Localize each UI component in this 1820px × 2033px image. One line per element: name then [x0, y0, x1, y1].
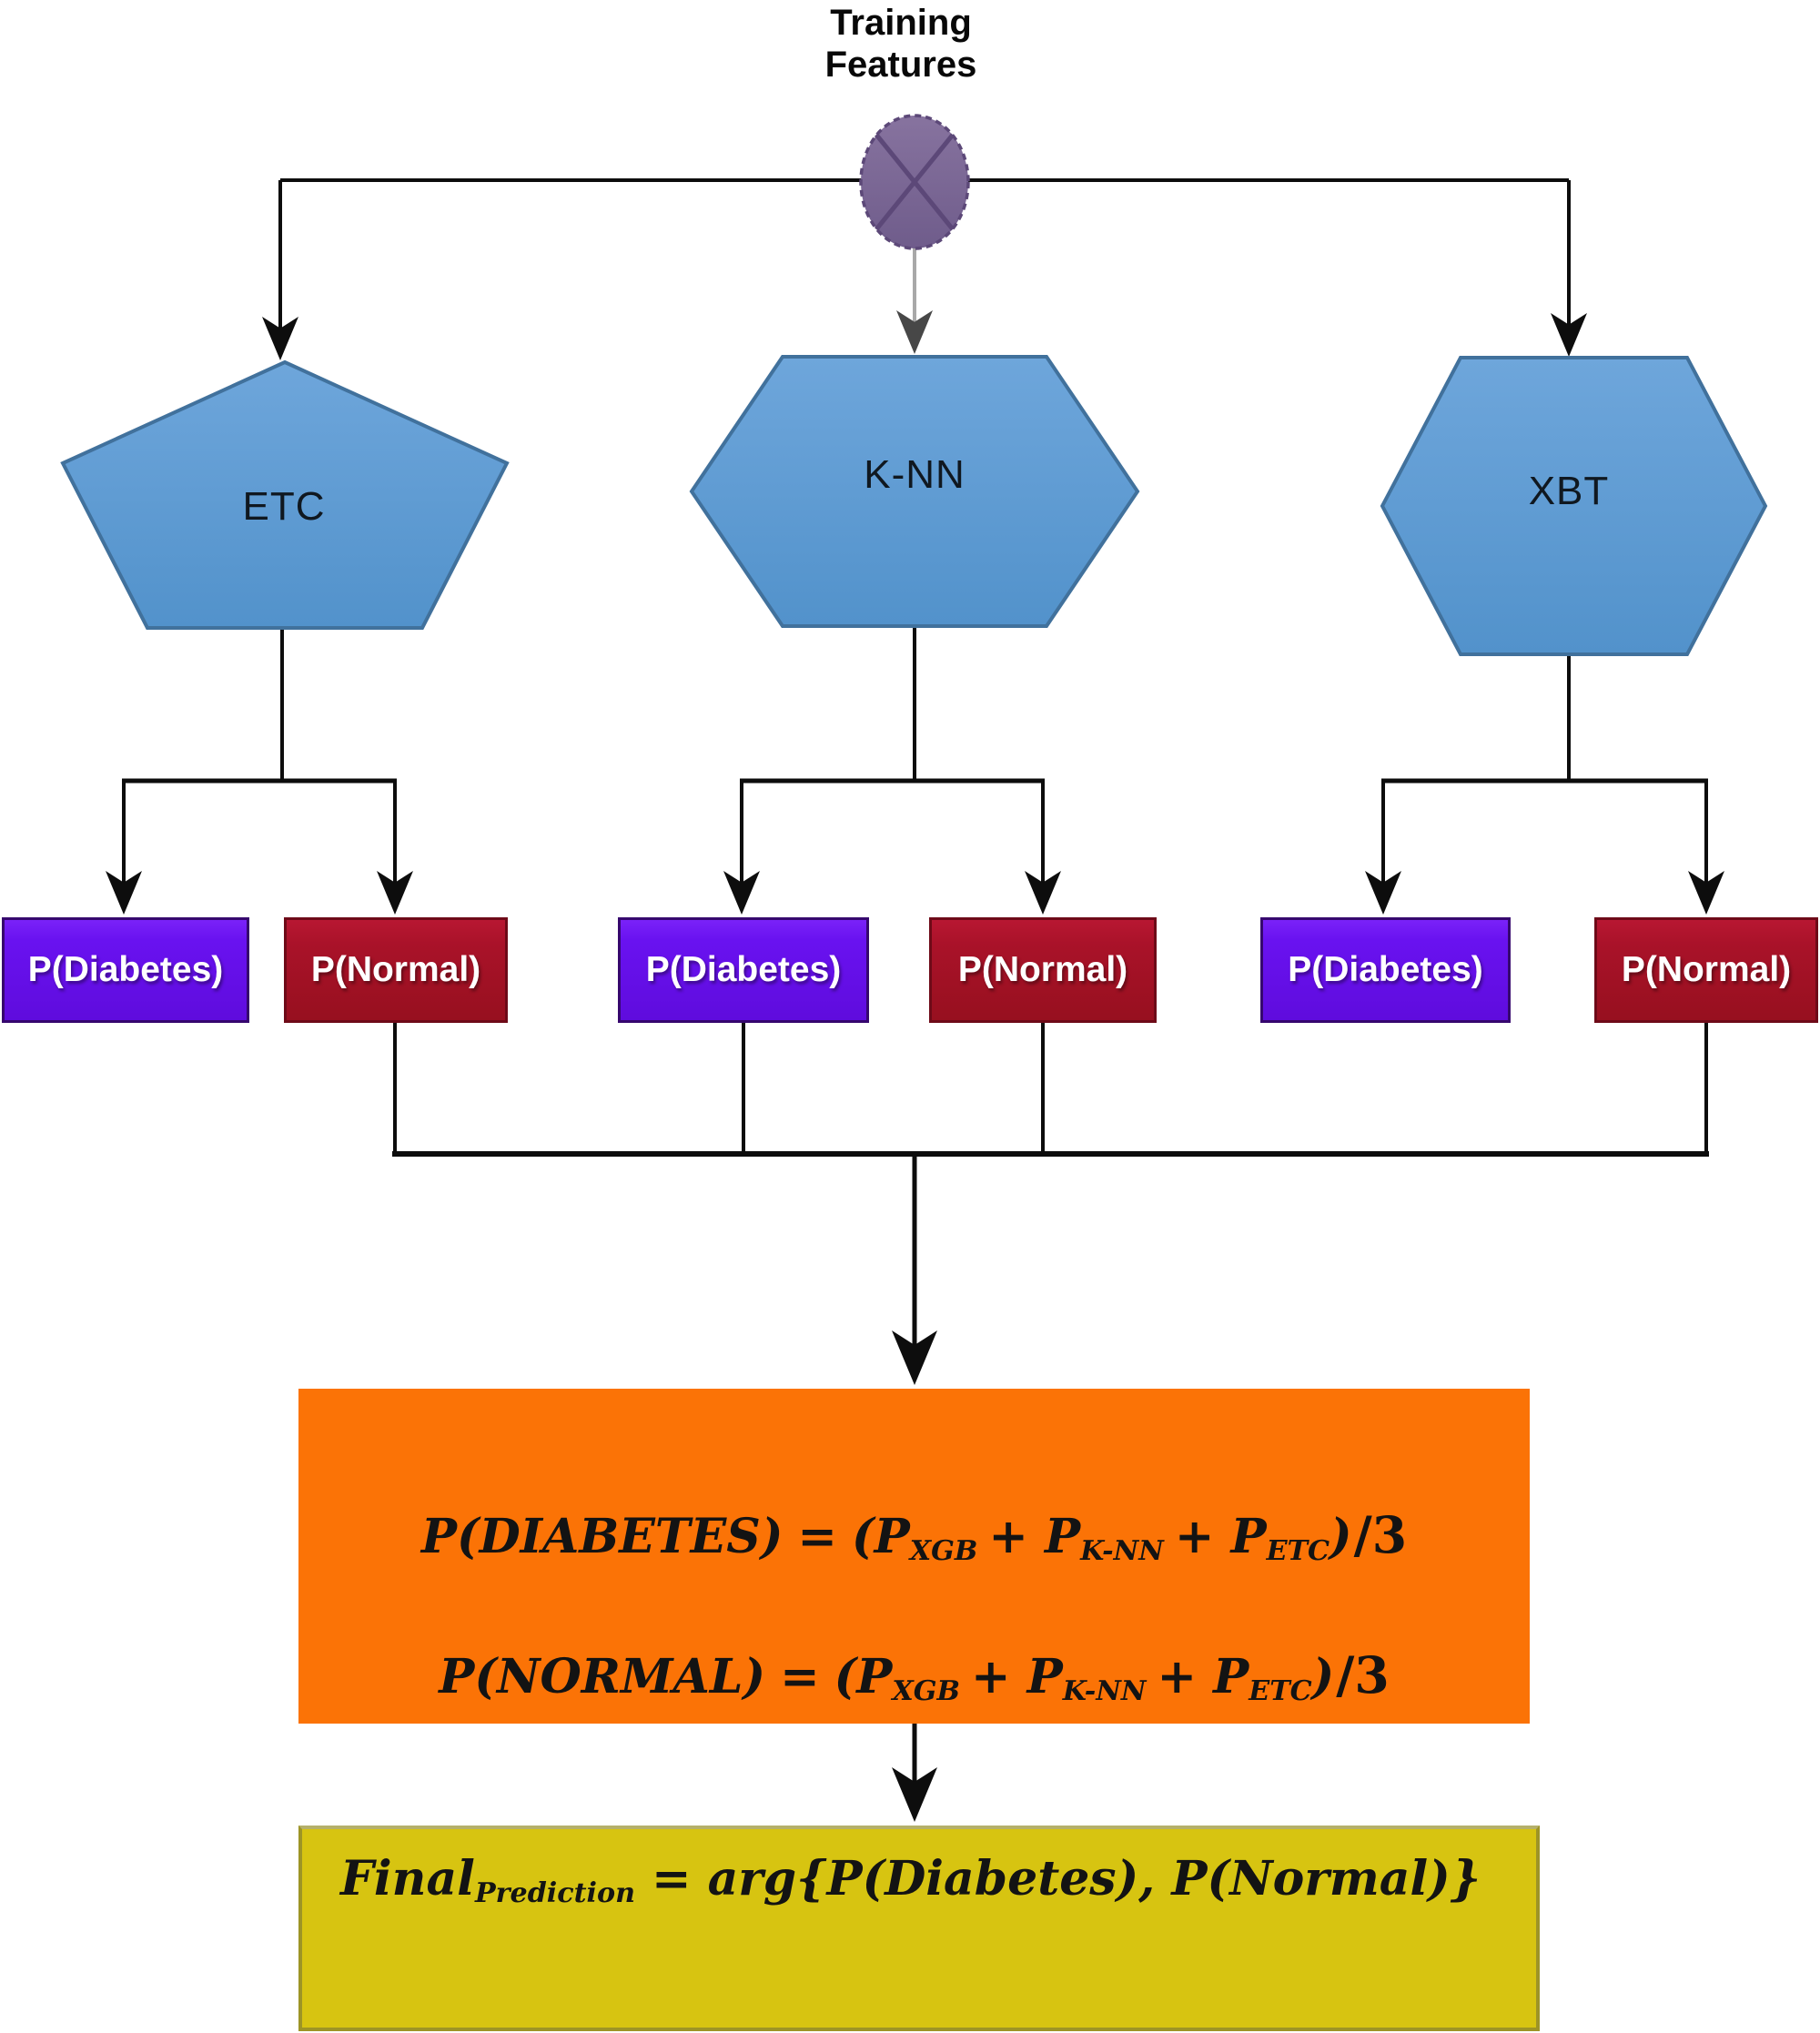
formula1-equals: =: [797, 1509, 837, 1564]
formula1-sub-knn: K-NN: [1080, 1534, 1164, 1567]
title-line-1: Training: [830, 3, 972, 43]
formula1-sub-etc: ETC: [1266, 1534, 1330, 1567]
knn-p-normal-label: P(Normal): [957, 950, 1128, 989]
formula1-plus1: + P: [988, 1509, 1081, 1564]
formula1-divisor: /3: [1353, 1505, 1408, 1564]
formula2-open: (P: [834, 1649, 893, 1704]
formula1-lhs: P(DIABETES): [420, 1509, 784, 1564]
title-line-2: Features: [824, 45, 977, 85]
etc-pentagon: [60, 359, 510, 630]
formula2-close: ): [1311, 1649, 1335, 1704]
final-equals: =: [652, 1851, 692, 1907]
final-base: Final: [340, 1851, 475, 1907]
training-features-title: Training Features: [751, 2, 1051, 86]
final-prediction-box: FinalPrediction = arg{P(Diabetes), P(Norma…: [298, 1826, 1540, 2031]
knn-p-diabetes-box: P(Diabetes): [618, 917, 869, 1023]
formula2-equals: =: [780, 1649, 820, 1704]
formula2-plus1: + P: [971, 1649, 1063, 1704]
etc-p-diabetes-label: P(Diabetes): [27, 950, 224, 989]
formula2-sub-knn: K-NN: [1062, 1674, 1147, 1707]
xbt-label: XBT: [1528, 469, 1610, 513]
p-diabetes-formula: P(DIABETES)=(PXGB+ PK-NN+ PETC)/3: [298, 1505, 1530, 1564]
formula2-sub-xgb: XGB: [892, 1674, 960, 1707]
formula2-sub-etc: ETC: [1249, 1674, 1312, 1707]
p-normal-formula: P(NORMAL)=(PXGB+ PK-NN+ PETC)/3: [298, 1645, 1530, 1704]
xbt-p-normal-box: P(Normal): [1594, 917, 1818, 1023]
formula1-plus2: + P: [1174, 1509, 1267, 1564]
formula1-close: ): [1330, 1509, 1352, 1564]
formula1-sub-xgb: XGB: [909, 1534, 978, 1567]
xbt-hexagon: [1380, 356, 1768, 656]
xbt-p-diabetes-label: P(Diabetes): [1288, 950, 1483, 989]
final-rhs: arg{P(Diabetes), P(Normal)}: [707, 1851, 1481, 1907]
etc-p-normal-label: P(Normal): [310, 950, 481, 989]
final-prediction-formula: FinalPrediction = arg{P(Diabetes), P(Norma…: [340, 1851, 1481, 1907]
connectors: [106, 178, 1724, 1822]
xbt-p-diabetes-box: P(Diabetes): [1260, 917, 1511, 1023]
formula1-open: (P: [852, 1509, 910, 1564]
knn-label: K-NN: [864, 452, 966, 497]
formula2-divisor: /3: [1336, 1645, 1390, 1704]
etc-label: ETC: [242, 484, 326, 529]
formula2-plus2: + P: [1157, 1649, 1249, 1704]
xbt-p-normal-label: P(Normal): [1621, 950, 1792, 989]
junction-x-line-2: [875, 133, 955, 231]
final-subscript: Prediction: [474, 1876, 636, 1909]
formula2-lhs: P(NORMAL): [439, 1649, 766, 1704]
knn-p-normal-box: P(Normal): [929, 917, 1157, 1023]
ensemble-averaging-box: P(DIABETES)=(PXGB+ PK-NN+ PETC)/3 P(NORM…: [298, 1389, 1530, 1724]
etc-p-diabetes-box: P(Diabetes): [2, 917, 249, 1023]
etc-p-normal-box: P(Normal): [284, 917, 508, 1023]
knn-p-diabetes-label: P(Diabetes): [645, 950, 842, 989]
knn-hexagon: [689, 355, 1140, 628]
